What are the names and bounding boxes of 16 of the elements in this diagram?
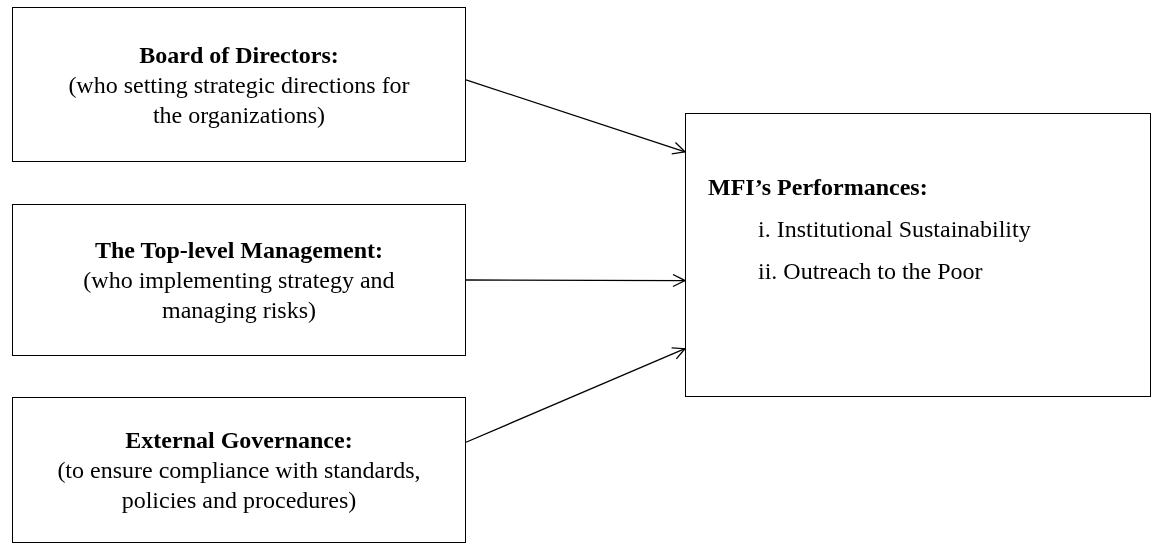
- box-description: (who implementing strategy and managing risks): [82, 266, 396, 325]
- arrow: [465, 347, 686, 443]
- box-description: (who setting strategic directions for the organizations): [67, 70, 411, 130]
- box-heading: External Governance:: [125, 426, 353, 455]
- text-box: [685, 113, 1151, 397]
- text-box: [12, 204, 466, 356]
- arrow: [465, 273, 686, 288]
- list-item: ii. Outreach to the Poor: [758, 257, 984, 286]
- box-description: (to ensure compliance with standards, policies and procedures): [56, 456, 422, 515]
- text-box: [12, 7, 466, 162]
- box-heading: Board of Directors:: [139, 40, 339, 70]
- list-item: i. Institutional Sustainability: [758, 215, 1032, 244]
- arrow: [465, 79, 686, 155]
- box-heading: The Top-level Management:: [95, 236, 383, 265]
- text-box: [12, 397, 466, 543]
- box-heading: MFI’s Performances:: [708, 173, 929, 202]
